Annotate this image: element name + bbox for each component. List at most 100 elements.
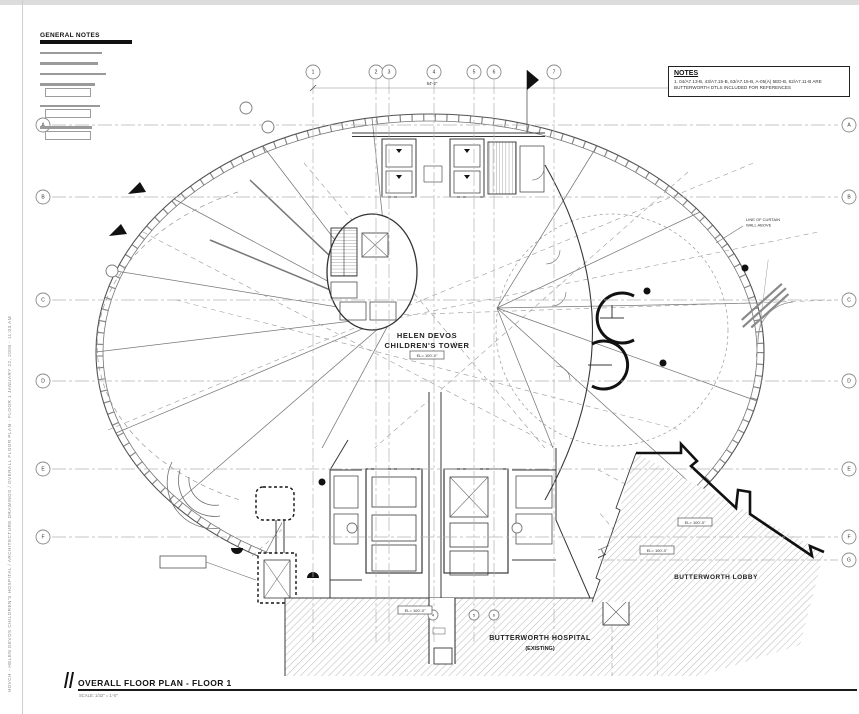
note-line [40,62,98,65]
grid-bubble-label: 4 [433,70,436,76]
elevation-tag-tower: EL= 100'-0" [409,350,445,360]
grid-bubble [841,373,857,389]
grid-bubble-label: E [41,467,45,473]
tower-label-line1: HELEN DEVOS [397,331,457,340]
vestibule [159,486,319,604]
svg-text:EL= 100'-0": EL= 100'-0" [417,353,438,358]
note-line [40,72,106,75]
existing-hospital [284,597,659,676]
grid-bubble-label: 5 [473,613,476,618]
elevator-door-mark [396,149,402,153]
grid-bubble [35,292,51,308]
title-block: OVERALL FLOOR PLAN - FLOOR 1 SCALE: 1/32… [60,672,859,698]
grid-bubble [426,64,442,80]
grid-bubble-label: B [847,195,851,201]
grid-bubble-label: 4 [432,613,435,618]
note-line [40,51,102,54]
grid-bubble [841,292,857,308]
grid-bubble-label: B [41,195,45,201]
grid-bubble-label: G [847,558,851,564]
central-core [326,213,418,331]
grid-bubble-label: 5 [473,70,476,76]
upper-elevator-core [352,132,545,198]
dimension-label: 84'-2" [427,81,438,86]
notes-box: NOTES 1. 04/A7.13-B, 43/A7.15-B, 63/A7.1… [668,66,850,98]
grid-bubble-label: 1 [312,70,315,76]
grid-layer: AABBCCDDEEFFG1234567456 [35,64,857,642]
sheet-margin-line [22,0,23,714]
note-detail-box [45,87,91,97]
grid-bubble [841,117,857,133]
notes-box-body: 1. 04/A7.13-B, 43/A7.15-B, 63/A7.15-B, A… [674,79,822,91]
note-detail-box [45,109,91,118]
grid-bubble-label: C [847,298,851,304]
grid-bubble [35,373,51,389]
portico-arcs [166,461,221,529]
grid-bubble [35,189,51,205]
drawing-title: OVERALL FLOOR PLAN - FLOOR 1 [78,678,232,688]
grid-bubble [35,461,51,477]
grid-bubble-label: F [41,535,44,541]
note-line [40,104,100,107]
lobby-roof-edge [636,440,825,559]
elevation-tag-lobby-1: EL= 100'-0" [677,517,713,527]
lower-elevator-core [365,392,509,598]
elevation-tag-corridor: EL= 100'-0" [397,605,433,615]
grid-bubble [841,529,857,545]
grid-bubble-label: F [847,535,850,541]
grid-bubble-label: 2 [375,70,378,76]
general-notes-block: GENERAL NOTES [40,32,170,140]
grid-bubble-label: A [847,123,851,129]
grid-bubble-label: 6 [493,613,496,618]
lobby-label: BUTTERWORTH LOBBY [674,574,758,581]
svg-text:EL= 100'-0": EL= 100'-0" [685,520,706,525]
grid-bubble [35,529,51,545]
grid-bubble [305,64,321,80]
grid-bubble [35,117,51,133]
svg-text:EL= 100'-0": EL= 100'-0" [647,548,668,553]
plan-labels: HELEN DEVOS CHILDREN'S TOWER BUTTERWORTH… [385,331,758,652]
title-underline [78,689,857,691]
grid-bubble-label: 6 [493,70,496,76]
interior-arc-guides [96,191,729,501]
elevation-tag-lobby-2: EL= 100'-0" [639,545,675,555]
grid-bubble-label: C [41,298,45,304]
butterworth-lobby [591,440,825,676]
grid-bubble [841,552,857,568]
match-line-flag [527,70,539,90]
drawing-title-icon [64,672,74,688]
plot-stamp: HDVCH - HELEN DEVOS CHILDREN'S HOSPITAL … [7,315,12,692]
curtain-note-line2: WALL ABOVE [746,223,772,228]
grid-bubble-label: 3 [388,70,391,76]
note-line [40,126,92,129]
grid-bubble [486,64,502,80]
drawing-scale: SCALE: 1/32" = 1'-0" [79,693,118,698]
notes-box-title: NOTES [674,70,699,77]
grid-bubble-label: A [41,123,45,129]
radial-partitions [95,117,758,559]
curtain-note-line1: LINE OF CURTAIN [746,217,780,222]
section-markers [109,182,749,486]
grid-bubble [841,461,857,477]
grid-bubble [466,64,482,80]
grid-bubble-label: D [847,379,851,385]
hospital-label-line2: (EXISTING) [525,646,555,652]
right-wing-features [544,164,635,501]
grid-bubble [841,189,857,205]
angled-dimension-detail [741,259,793,357]
detail-bubbles [105,101,523,534]
grid-bubble [381,64,397,80]
stair-upper [487,141,517,195]
tower-label-line2: CHILDREN'S TOWER [385,341,470,350]
general-notes-underline [40,40,132,44]
grid-bubble-label: 7 [553,70,556,76]
grid-bubble [488,609,500,621]
hospital-label-line1: BUTTERWORTH HOSPITAL [489,635,591,642]
curtain-wall-note: LINE OF CURTAIN WALL ABOVE [715,217,780,244]
grid-bubble [546,64,562,80]
general-notes-title: GENERAL NOTES [40,32,100,39]
page-edge [0,0,859,5]
note-line [40,83,95,86]
